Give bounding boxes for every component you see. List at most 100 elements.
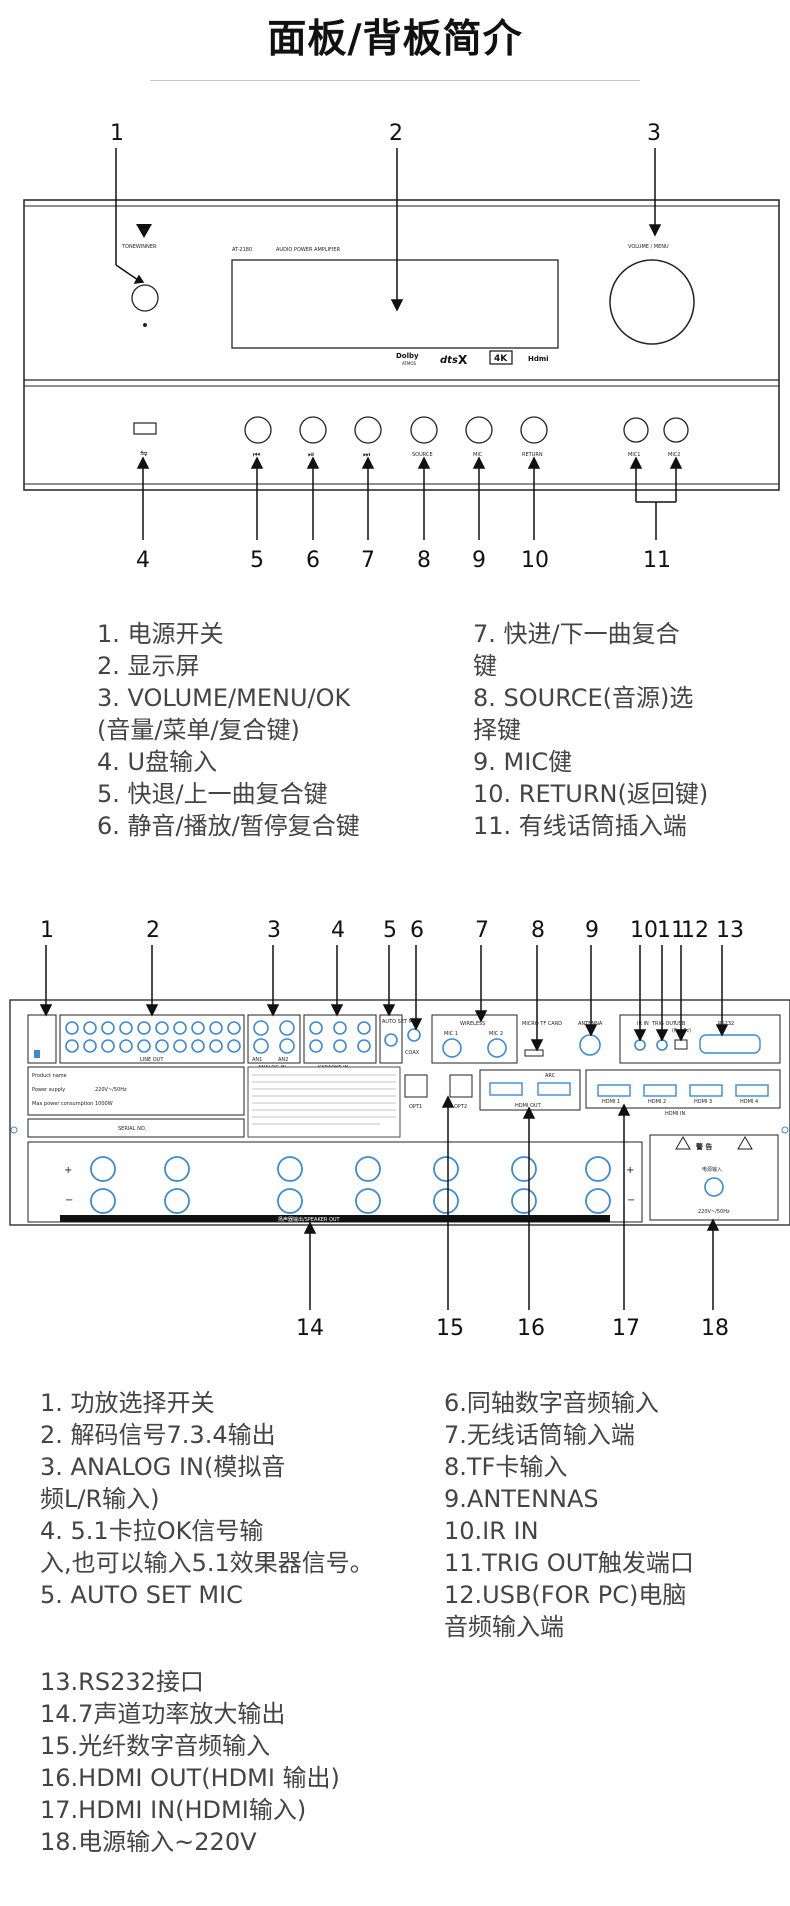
front-desc-item: 6. 静音/播放/暂停复合键 bbox=[97, 812, 360, 840]
mic1-label: MIC 1 bbox=[444, 1031, 458, 1037]
front-desc-item: 5. 快退/上一曲复合键 bbox=[97, 780, 328, 808]
dts-logo: dts bbox=[440, 355, 458, 366]
wireless-mic2-jack[interactable] bbox=[487, 1038, 507, 1058]
back-panel-diagram: 1 2 3 4 5 6 7 8 9 10 11 12 13 LINE OUT A… bbox=[9, 918, 790, 1341]
back-callout-18: 18 bbox=[701, 1316, 729, 1341]
back-leaders bbox=[39, 945, 729, 1310]
play-pause-button[interactable] bbox=[299, 416, 327, 444]
karaoke-in-jacks[interactable] bbox=[309, 1021, 371, 1053]
product-name-label: Product name bbox=[32, 1073, 67, 1079]
usb-port[interactable] bbox=[133, 422, 157, 435]
back-desc-item: 15.光纤数字音频输入 bbox=[40, 1732, 271, 1760]
front-desc-item: 9. MIC健 bbox=[473, 748, 573, 776]
wireless-mic1-jack[interactable] bbox=[442, 1038, 462, 1058]
serial-no-label: SERIAL NO. bbox=[118, 1126, 147, 1132]
mic2-label: MIC2 bbox=[668, 452, 680, 458]
front-callout-8: 8 bbox=[417, 548, 431, 573]
back-desc-item: 9.ANTENNAS bbox=[444, 1485, 599, 1513]
front-desc-item: 键 bbox=[473, 652, 497, 680]
front-callout-4: 4 bbox=[136, 548, 150, 573]
back-desc-item: 12.USB(FOR PC)电脑 bbox=[444, 1581, 687, 1609]
volume-knob[interactable] bbox=[609, 259, 695, 345]
front-callout-10: 10 bbox=[521, 548, 549, 573]
front-callout-9: 9 bbox=[472, 548, 486, 573]
hdmi-in-1-port[interactable] bbox=[597, 1084, 631, 1097]
max-power-label: Max power consumption bbox=[32, 1101, 93, 1107]
back-desc-item: 16.HDMI OUT(HDMI 输出) bbox=[40, 1764, 340, 1792]
power-button[interactable] bbox=[131, 284, 159, 312]
next-button[interactable] bbox=[354, 416, 382, 444]
front-desc-right: 7. 快进/下一曲复合 键 8. SOURCE(音源)选 择键 9. MIC健 … bbox=[473, 618, 708, 842]
mic1-jack[interactable] bbox=[623, 417, 649, 443]
source-button[interactable] bbox=[410, 416, 438, 444]
return-label: RETURN bbox=[522, 452, 543, 458]
hdmi-logo: Hdmi bbox=[528, 355, 549, 363]
warning-icon bbox=[675, 1136, 691, 1150]
back-callout-14: 14 bbox=[296, 1316, 324, 1341]
an2-label: AN2 bbox=[278, 1057, 288, 1063]
prev-button[interactable] bbox=[244, 416, 272, 444]
tf-card-slot[interactable] bbox=[524, 1049, 544, 1057]
front-callout-2: 2 bbox=[389, 121, 403, 146]
back-desc-item: 14.7声道功率放大输出 bbox=[40, 1700, 286, 1728]
mic2-jack[interactable] bbox=[663, 417, 689, 443]
back-desc-item: 入,也可以输入5.1效果器信号。 bbox=[40, 1549, 374, 1577]
line-out-jacks[interactable] bbox=[65, 1021, 241, 1053]
page-title: 面板/背板简介 bbox=[267, 17, 523, 62]
front-desc-item: 7. 快进/下一曲复合 bbox=[473, 620, 680, 648]
back-callout-3: 3 bbox=[267, 918, 281, 943]
auto-set-mic-label: AUTO SET MIC bbox=[382, 1019, 418, 1025]
coax-label: COAX bbox=[405, 1050, 420, 1056]
back-callout-16: 16 bbox=[517, 1316, 545, 1341]
back-desc-item: 3. ANALOG IN(模拟音 bbox=[40, 1453, 286, 1481]
rs232-port[interactable] bbox=[699, 1034, 761, 1054]
front-desc-left: 1. 电源开关 2. 显示屏 3. VOLUME/MENU/OK (音量/菜单/… bbox=[97, 618, 360, 842]
back-desc-item: 频L/R输入) bbox=[40, 1485, 160, 1513]
front-desc-item: (音量/菜单/复合键) bbox=[97, 716, 300, 744]
back-desc-right: 6.同轴数字音频输入 7.无线话筒输入端 8.TF卡输入 9.ANTENNAS … bbox=[444, 1387, 694, 1643]
back-callout-5: 5 bbox=[383, 918, 397, 943]
back-callouts-top: 1 2 3 4 5 6 7 8 9 10 11 12 13 bbox=[40, 918, 744, 943]
power-inlet[interactable] bbox=[704, 1177, 724, 1197]
hdmi-in-2-port[interactable] bbox=[643, 1084, 677, 1097]
coax-jack[interactable] bbox=[407, 1028, 421, 1042]
hdmi3-label: HDMI 3 bbox=[694, 1099, 712, 1105]
back-callout-1: 1 bbox=[40, 918, 54, 943]
optical-2-port[interactable] bbox=[449, 1074, 473, 1098]
hdmi-out-1-port[interactable] bbox=[489, 1082, 523, 1096]
back-callout-10: 10 bbox=[630, 918, 658, 943]
hdmi-in-label: HDMI IN bbox=[665, 1111, 685, 1117]
amp-select-switch[interactable] bbox=[27, 1014, 57, 1064]
back-desc-item: 音频输入端 bbox=[444, 1613, 564, 1641]
ir-in-label: IR IN bbox=[637, 1021, 649, 1027]
model-name: AT-2180 bbox=[232, 247, 252, 253]
back-callout-8: 8 bbox=[531, 918, 545, 943]
hdmi-out-2-port[interactable] bbox=[537, 1082, 571, 1096]
front-desc-item: 4. U盘输入 bbox=[97, 748, 218, 776]
back-callout-11: 11 bbox=[657, 918, 685, 943]
usb-icon: ⇋ bbox=[140, 449, 148, 459]
back-callout-6: 6 bbox=[410, 918, 424, 943]
hdmi-in-3-port[interactable] bbox=[689, 1084, 723, 1097]
speaker-out-label: 扬声器输出/SPEAKER OUT bbox=[278, 1216, 341, 1223]
rs232-label: RS232 bbox=[718, 1021, 734, 1027]
info-plate bbox=[27, 1066, 245, 1116]
back-callout-9: 9 bbox=[585, 918, 599, 943]
mic-button[interactable] bbox=[465, 416, 493, 444]
power-rating-value: 1000W bbox=[95, 1101, 113, 1107]
antenna-jack[interactable] bbox=[579, 1034, 601, 1056]
back-callout-17: 17 bbox=[612, 1316, 640, 1341]
back-callout-4: 4 bbox=[331, 918, 345, 943]
license-text-lines bbox=[252, 1074, 396, 1125]
auto-set-mic-jack[interactable] bbox=[384, 1033, 398, 1047]
next-icon: ⏭ bbox=[363, 450, 370, 459]
analog-in-jacks[interactable] bbox=[253, 1020, 295, 1054]
front-callout-6: 6 bbox=[306, 548, 320, 573]
speaker-terminals[interactable] bbox=[90, 1156, 611, 1214]
volume-label: VOLUME / MENU bbox=[628, 244, 669, 250]
optical-1-port[interactable] bbox=[404, 1074, 428, 1098]
play-pause-icon: ⏯ bbox=[308, 450, 314, 459]
hdmi-in-4-port[interactable] bbox=[735, 1084, 769, 1097]
return-button[interactable] bbox=[520, 416, 548, 444]
title-divider bbox=[150, 80, 640, 81]
